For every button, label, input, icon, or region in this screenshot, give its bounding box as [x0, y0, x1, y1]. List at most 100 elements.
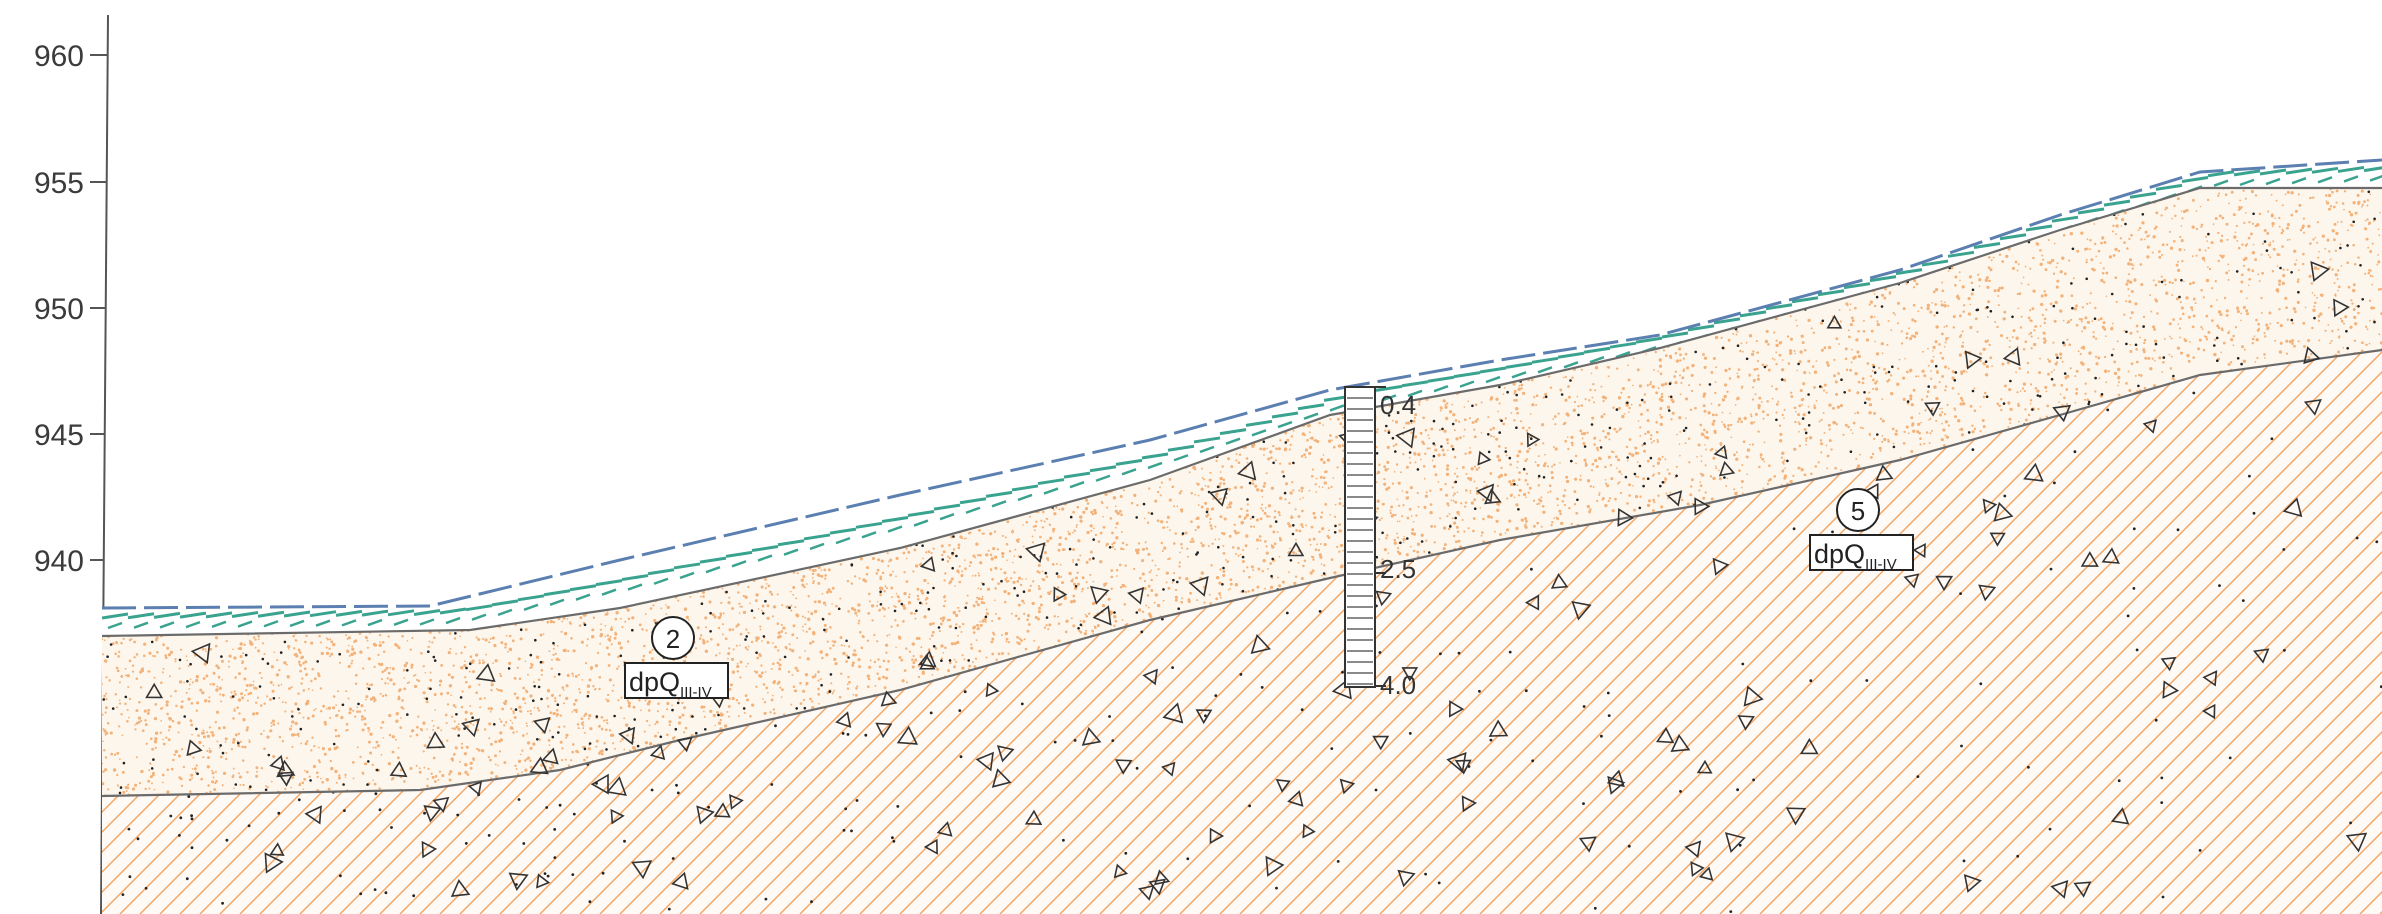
speckle	[554, 652, 557, 655]
speckle	[1612, 406, 1615, 410]
speckle	[265, 785, 268, 787]
speckle	[1270, 486, 1275, 490]
speckle	[1321, 486, 1324, 489]
speckle	[1478, 466, 1481, 469]
speckle	[768, 590, 772, 594]
speckle	[2248, 221, 2251, 224]
speckle	[699, 634, 703, 637]
speckle	[1526, 449, 1530, 453]
speckle	[858, 619, 861, 622]
speckle	[2101, 272, 2105, 275]
speckle	[833, 640, 837, 644]
speckle	[130, 638, 133, 640]
speckle	[1185, 577, 1189, 581]
speckle	[2294, 310, 2297, 314]
speckle	[1696, 455, 1698, 458]
speckle	[397, 646, 401, 650]
speckle	[1383, 465, 1386, 468]
speckle	[831, 586, 835, 590]
speckle	[1465, 489, 1468, 492]
speckle	[1322, 424, 1324, 426]
speckle	[824, 604, 827, 607]
speckle	[1852, 421, 1856, 425]
speckle-dark	[543, 872, 547, 875]
speckle	[882, 659, 886, 663]
speckle	[181, 700, 184, 703]
speckle	[148, 670, 151, 673]
speckle	[948, 581, 951, 585]
speckle	[2221, 328, 2224, 332]
speckle	[153, 655, 156, 658]
speckle	[1733, 488, 1736, 491]
speckle	[1150, 589, 1154, 592]
speckle	[1673, 375, 1677, 378]
speckle	[857, 603, 861, 607]
speckle	[1228, 534, 1232, 538]
speckle	[1823, 431, 1826, 434]
speckle	[810, 612, 814, 616]
speckle	[1007, 579, 1010, 583]
speckle	[1047, 559, 1050, 562]
speckle	[1509, 463, 1512, 466]
speckle	[985, 608, 988, 611]
speckle	[1967, 312, 1972, 316]
speckle	[997, 617, 1001, 620]
speckle	[2243, 221, 2246, 225]
speckle	[2347, 285, 2351, 289]
speckle	[1586, 504, 1590, 509]
speckle	[754, 599, 758, 603]
speckle	[2219, 313, 2223, 317]
speckle	[438, 631, 441, 634]
speckle	[1410, 515, 1413, 517]
speckle	[1592, 486, 1595, 488]
speckle	[260, 766, 264, 770]
speckle	[2058, 401, 2060, 404]
speckle	[1620, 391, 1623, 394]
speckle	[1646, 408, 1649, 412]
speckle	[1728, 429, 1730, 431]
speckle	[124, 785, 129, 790]
speckle	[1958, 353, 1963, 357]
speckle	[772, 642, 774, 645]
speckle	[351, 645, 354, 648]
speckle	[463, 664, 467, 668]
speckle	[1327, 487, 1330, 490]
speckle	[1865, 338, 1870, 342]
speckle	[1905, 425, 1909, 429]
speckle	[605, 698, 608, 701]
speckle	[1324, 503, 1328, 506]
speckle	[1660, 383, 1664, 387]
speckle	[381, 640, 385, 644]
speckle	[2067, 320, 2071, 324]
speckle	[1881, 434, 1884, 437]
speckle	[354, 715, 357, 718]
speckle	[243, 677, 247, 681]
speckle	[885, 651, 888, 654]
speckle	[2125, 300, 2128, 303]
speckle	[1618, 406, 1621, 410]
speckle	[1700, 455, 1703, 457]
speckle	[1681, 376, 1685, 380]
speckle	[1304, 448, 1309, 452]
speckle	[412, 674, 415, 677]
speckle	[1849, 308, 1851, 311]
speckle-dark	[190, 846, 194, 850]
speckle	[911, 665, 915, 669]
speckle	[2307, 338, 2311, 343]
speckle	[1337, 444, 1342, 448]
speckle	[1748, 334, 1753, 338]
speckle	[829, 626, 832, 629]
speckle	[2068, 259, 2071, 262]
speckle	[191, 681, 194, 684]
speckle	[760, 585, 764, 589]
speckle	[554, 699, 557, 703]
speckle	[804, 616, 807, 619]
speckle	[1742, 440, 1746, 444]
speckle	[803, 585, 806, 589]
speckle	[1947, 336, 1950, 339]
speckle	[2168, 353, 2171, 356]
speckle	[1868, 432, 1871, 436]
speckle	[2138, 227, 2142, 230]
speckle	[1045, 575, 1049, 578]
speckle	[2056, 279, 2060, 283]
